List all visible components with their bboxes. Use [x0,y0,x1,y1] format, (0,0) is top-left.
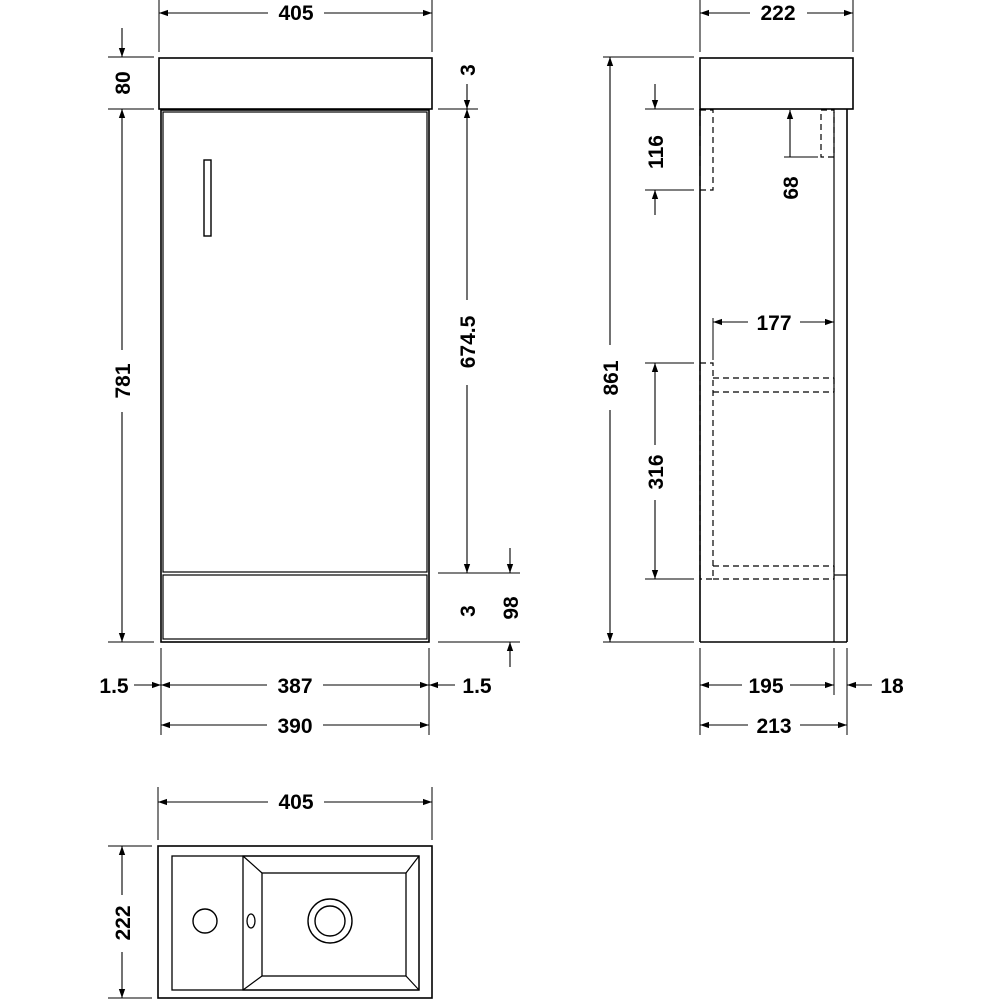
dim-door-width: 387 [277,675,312,698]
upper-right-cutout [820,109,835,158]
plan-bowl-rim [242,855,420,991]
plan-tap-deck [171,855,420,991]
dim-plan-depth: 222 [112,905,135,940]
front-door [162,111,428,573]
side-extension-lines [603,0,854,735]
upper-left-cutout [699,109,714,191]
side-dimension-lines [606,9,872,729]
dim-plan-width: 405 [278,791,313,814]
side-hidden-lines [699,109,835,580]
front-basin-top [158,57,433,110]
dim-overall-height: 861 [600,360,623,395]
dim-right-gap: 1.5 [462,675,492,698]
dim-side-upper-cutout: 116 [645,135,668,169]
plan-basin-outline [157,845,433,999]
plan-extension-lines [108,787,433,999]
dim-door-height: 674.5 [457,315,480,368]
front-dimension-lines [118,9,514,729]
dim-side-carcass-depth: 195 [748,675,783,698]
side-elevation [699,57,854,643]
dim-side-lower-cutout: 316 [645,454,668,489]
plan-view [157,845,433,999]
front-carcass [160,109,430,643]
door-handle [203,159,212,237]
dim-plinth-height: 98 [500,596,523,620]
dim-top-gap: 3 [457,64,480,76]
overflow-slot [246,913,256,929]
dim-front-top-width: 405 [278,2,313,25]
front-plinth [162,574,428,640]
dim-side-overall-depth: 213 [756,715,791,738]
dim-side-shelf-depth: 177 [756,312,791,335]
dim-bottom-gap: 3 [457,605,480,617]
dim-basin-height: 80 [112,71,135,94]
waste-outer [307,898,353,944]
dim-left-gap: 1.5 [99,675,129,698]
dim-cabinet-height: 781 [112,363,135,398]
lower-cutout [699,362,714,580]
plan-dimension-lines [118,798,432,998]
front-elevation [158,57,433,643]
side-basin-top [699,57,854,110]
waste-inner [314,905,346,937]
dim-side-top-depth: 222 [760,2,795,25]
front-extension-lines [108,0,520,735]
plan-bowl-inner [261,872,407,977]
dim-door-thickness: 18 [880,675,904,698]
tap-hole [192,908,218,934]
dim-side-upper-cutout-small: 68 [780,176,803,200]
dim-carcass-width: 390 [277,715,312,738]
